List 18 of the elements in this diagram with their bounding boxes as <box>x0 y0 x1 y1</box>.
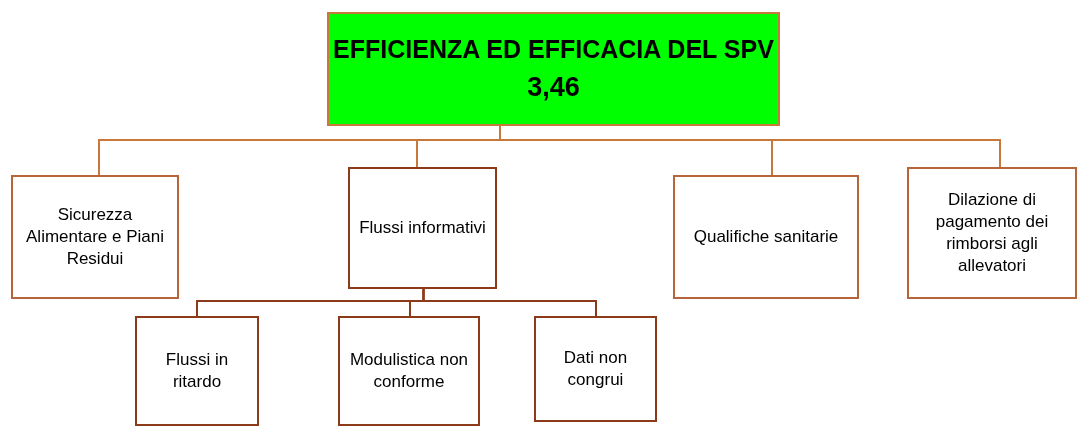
box-label: Modulistica non conforme <box>348 348 470 393</box>
box-label: Dati non congrui <box>562 346 629 391</box>
category-box <box>348 167 497 289</box>
box-label: Dilazione di pagamento dei rimborsi agli allevatori <box>934 188 1050 278</box>
category-box <box>135 316 259 426</box>
box-label: Sicurezza Alimentare e Piani Residui <box>25 203 165 271</box>
box-label: Flussi informativi <box>358 216 487 239</box>
title-text: EFFICIENZA ED EFFICACIA DEL SPV <box>332 33 775 65</box>
connector-line <box>422 288 597 317</box>
category-box <box>907 167 1077 299</box>
category-box <box>338 316 480 426</box>
title-box <box>327 12 780 126</box>
box-label: Qualifiche sanitarie <box>692 225 840 248</box>
category-box <box>534 316 657 422</box>
category-box <box>11 175 179 299</box>
category-box <box>673 175 859 299</box>
box-label: Flussi in ritardo <box>164 348 230 393</box>
score-value: 3,46 <box>526 70 581 104</box>
